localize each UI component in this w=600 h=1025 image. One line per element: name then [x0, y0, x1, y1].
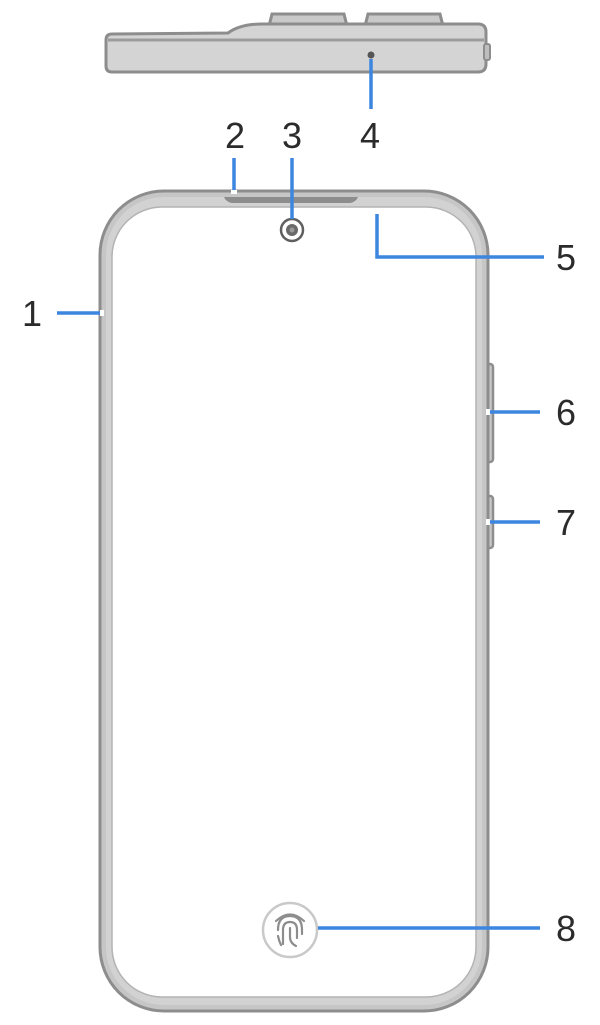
leader-line-5	[375, 214, 544, 259]
leader-lines	[57, 59, 544, 930]
callout-label-8: 8	[556, 908, 576, 949]
callout-label-4: 4	[360, 115, 380, 156]
leader-contact-marks	[100, 190, 490, 525]
top-view-body	[104, 22, 488, 74]
callout-label-3: 3	[282, 115, 302, 156]
phone-top-view	[104, 12, 491, 74]
callout-labels: 1 2 3 4 5 6 7 8	[22, 115, 576, 949]
callout-label-6: 6	[556, 392, 576, 433]
top-microphone-hole	[367, 51, 375, 59]
fingerprint-icon	[261, 901, 319, 959]
phone-front-view	[98, 189, 495, 1013]
callout-label-2: 2	[225, 115, 245, 156]
callout-label-1: 1	[22, 293, 42, 334]
top-view-side-key	[483, 43, 491, 61]
front-camera-icon	[279, 217, 305, 243]
callout-label-7: 7	[556, 502, 576, 543]
phone-screen	[111, 206, 477, 998]
callout-label-5: 5	[556, 237, 576, 278]
